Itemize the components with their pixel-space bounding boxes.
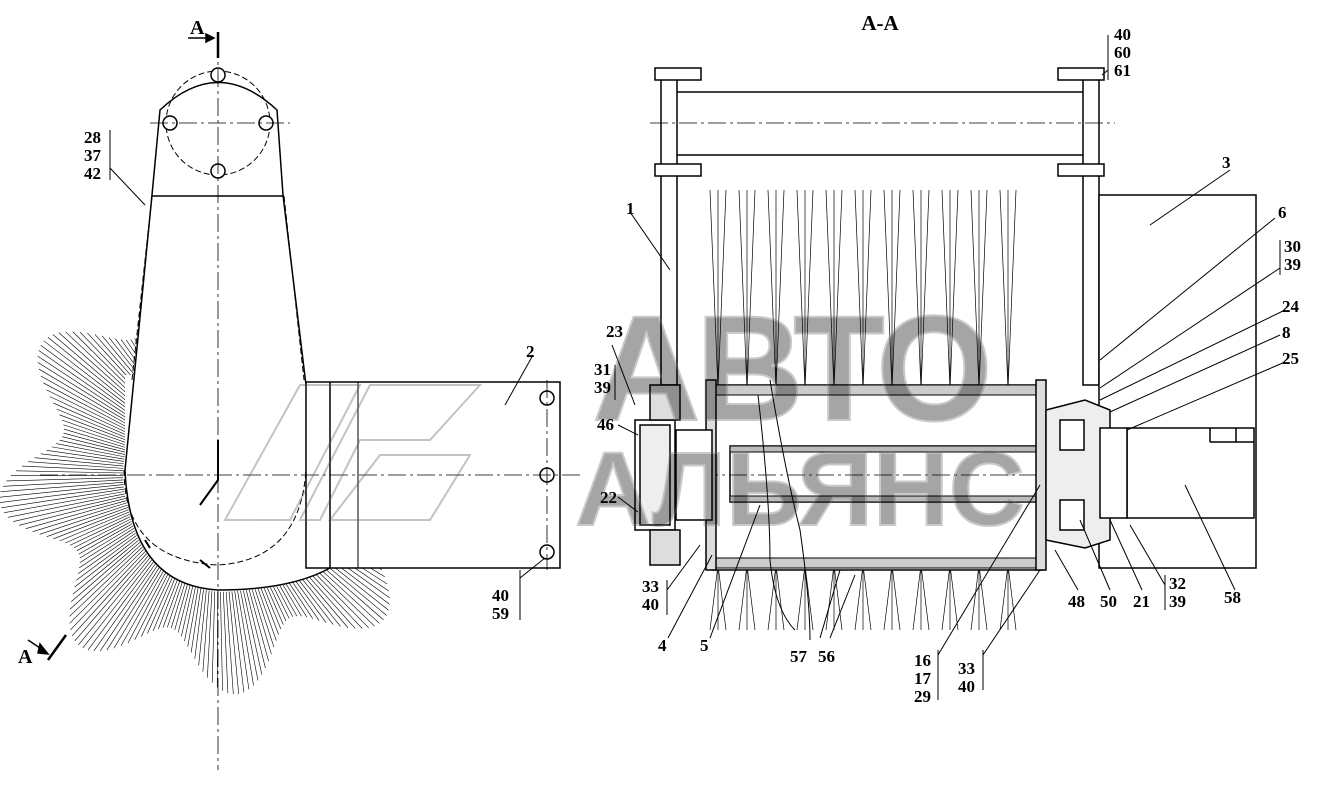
callout-24: 24 [1282, 297, 1300, 316]
callout-22: 22 [600, 488, 617, 507]
callout-40-left: 40 [492, 586, 509, 605]
callout-4: 4 [658, 636, 667, 655]
callout-1: 1 [626, 199, 635, 218]
callout-5: 5 [700, 636, 709, 655]
arm-housing [124, 81, 331, 591]
callout-17: 17 [914, 669, 932, 688]
callout-58: 58 [1224, 588, 1241, 607]
callout-2: 2 [526, 342, 535, 361]
callout-60: 60 [1114, 43, 1131, 62]
left-view [0, 32, 580, 770]
brush-bristles-rows [709, 189, 1017, 631]
callout-48: 48 [1068, 592, 1085, 611]
callout-33-left: 33 [642, 577, 659, 596]
section-mark-top: А [190, 17, 205, 39]
callout-8: 8 [1282, 323, 1291, 342]
callout-16: 16 [914, 651, 931, 670]
frame-bolts [654, 67, 1105, 177]
callout-30: 30 [1284, 237, 1301, 256]
callout-31: 31 [594, 360, 611, 379]
callout-37: 37 [84, 146, 102, 165]
callout-28: 28 [84, 128, 101, 147]
watermark-line2: АЛЬЯНС [575, 431, 1024, 548]
callout-50: 50 [1100, 592, 1117, 611]
motor-58 [1126, 427, 1255, 519]
frame-right-plate [1082, 69, 1100, 386]
callout-61: 61 [1114, 61, 1131, 80]
callout-21: 21 [1133, 592, 1150, 611]
leader-lines [611, 35, 1286, 700]
callout-39-b: 39 [594, 378, 611, 397]
callout-40-top: 40 [1114, 25, 1131, 44]
callout-40-right: 40 [958, 677, 975, 696]
callout-42: 42 [84, 164, 101, 183]
callout-6: 6 [1278, 203, 1287, 222]
section-mark-bottom: А [18, 646, 33, 668]
callout-29: 29 [914, 687, 931, 706]
watermark-logo [223, 384, 483, 521]
watermark: АВТО АЛЬЯНС [223, 283, 1026, 549]
watermark-line1: АВТО [592, 284, 988, 452]
section-title: А-А [861, 11, 899, 35]
callout-23: 23 [606, 322, 623, 341]
callout-46: 46 [597, 415, 614, 434]
callout-33-right: 33 [958, 659, 975, 678]
right-view [611, 35, 1286, 700]
callout-39-a: 39 [1284, 255, 1301, 274]
labels: А-А А А 28 37 42 2 40 59 40 60 61 1 3 6 … [18, 11, 1301, 706]
callout-56: 56 [818, 647, 835, 666]
callout-59: 59 [492, 604, 509, 623]
callout-57: 57 [790, 647, 808, 666]
callout-3: 3 [1222, 153, 1231, 172]
callout-40-left2: 40 [642, 595, 659, 614]
callout-32: 32 [1169, 574, 1186, 593]
callout-25: 25 [1282, 349, 1299, 368]
callout-39-c: 39 [1169, 592, 1186, 611]
